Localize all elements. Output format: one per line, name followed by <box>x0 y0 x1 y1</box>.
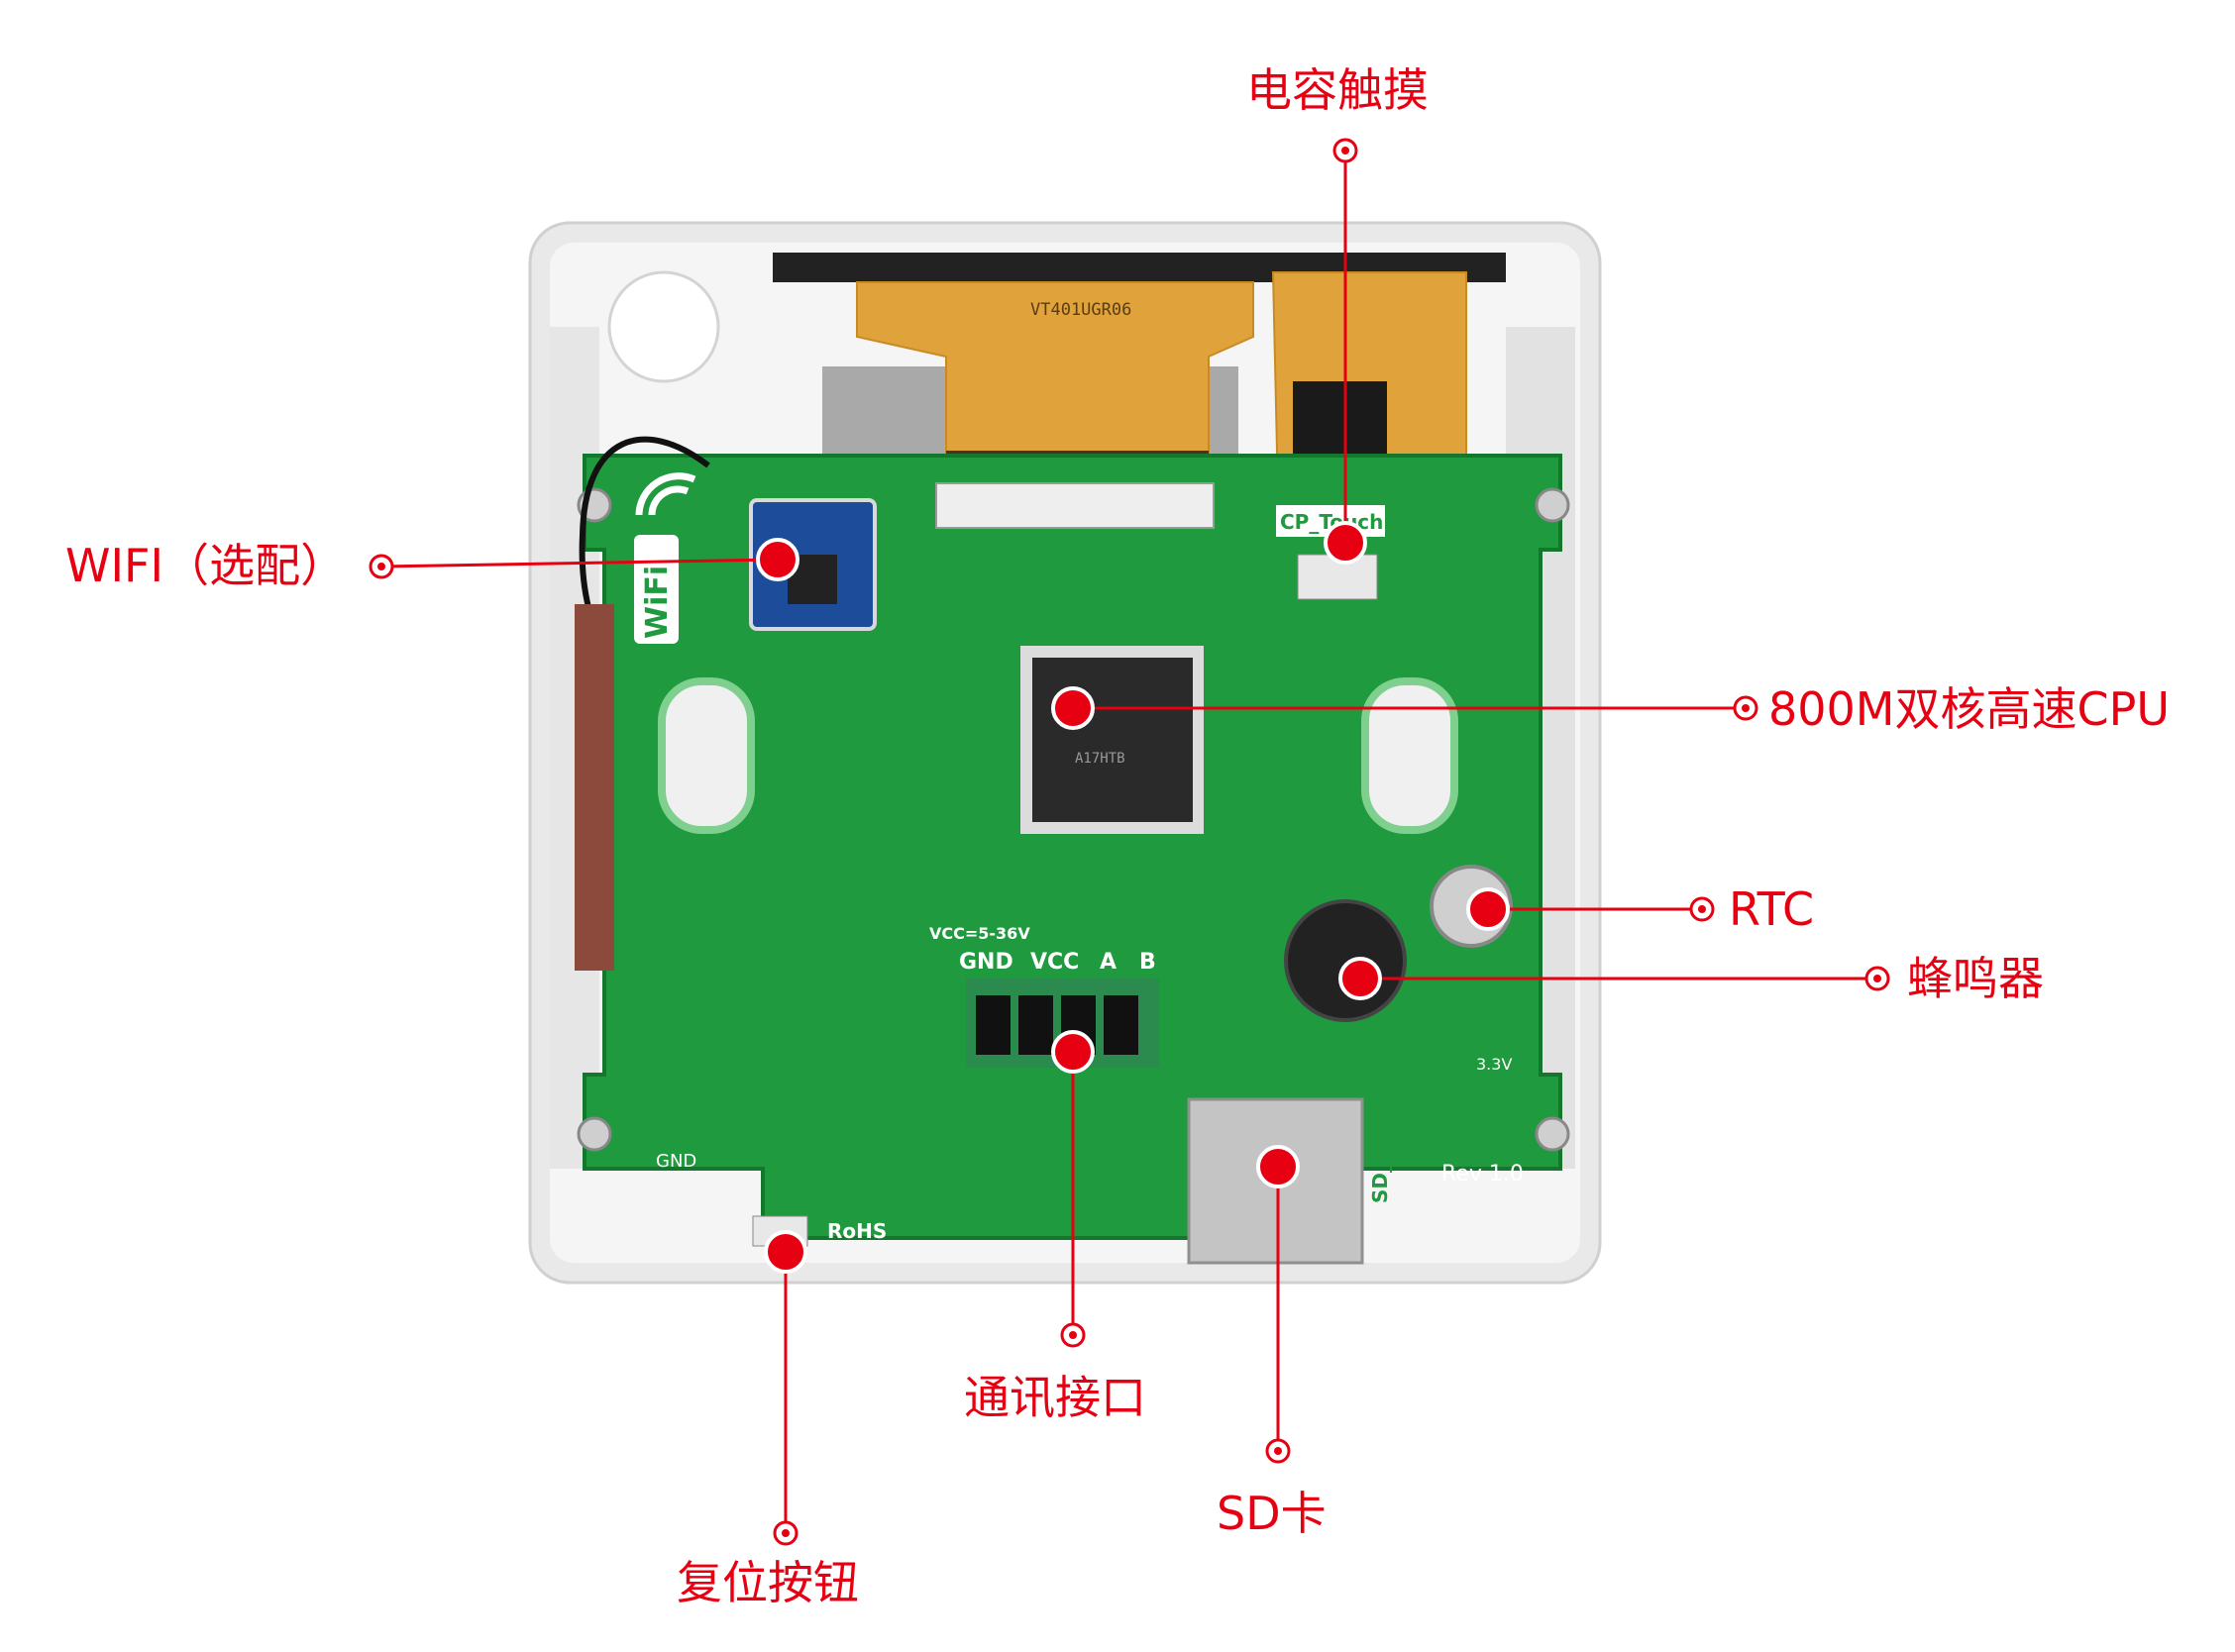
gnd-label: GND <box>656 1151 696 1172</box>
marker-sd-component <box>1256 1145 1300 1188</box>
marker-cpu-component <box>1051 686 1095 730</box>
marker-comm-component <box>1051 1030 1095 1074</box>
marker-rtc-component <box>1466 887 1510 931</box>
marker-wifi-component <box>756 538 799 581</box>
callout-rtc: RTC <box>1729 882 1815 936</box>
terminal-pin-b: B <box>1139 950 1156 975</box>
buzzer <box>1284 899 1407 1022</box>
sd-card-label: SD_CARD <box>1368 1101 1392 1203</box>
terminal-pin-gnd: GND <box>959 950 1013 975</box>
marker-reset-component <box>764 1230 807 1274</box>
marker-buzzer-component <box>1338 957 1382 1000</box>
revision-label: Rev 1.0 <box>1441 1162 1524 1187</box>
cpu-marking: A17HTB <box>1075 751 1125 767</box>
callout-wifi: WIFI（选配） <box>65 539 347 592</box>
cpu-chip: A17HTB <box>1020 646 1204 834</box>
marker-touch-component <box>1324 521 1367 565</box>
callout-comm: 通讯接口 <box>964 1371 1146 1424</box>
callout-reset: 复位按钮 <box>677 1556 859 1609</box>
callout-sd: SD卡 <box>1217 1487 1327 1540</box>
voltage-label: VCC=5-36V <box>929 924 1030 943</box>
callout-cpu: 800M双核高速CPU <box>1768 682 2171 736</box>
callout-touch: 电容触摸 <box>1246 63 1429 117</box>
fpc-connector <box>935 482 1215 529</box>
terminal-pin-a: A <box>1100 950 1117 975</box>
wifi-logo-text: WiFi <box>640 566 675 639</box>
callout-buzzer: 蜂鸣器 <box>1907 952 2044 1005</box>
pcb-board <box>577 454 1570 1240</box>
voltage-3v3-label: 3.3V <box>1476 1055 1512 1074</box>
leader-wifi <box>380 558 779 568</box>
terminal-pin-vcc: VCC <box>1030 950 1079 975</box>
antenna <box>575 604 614 971</box>
rohs-label: RoHS <box>827 1219 887 1243</box>
leader-lines <box>380 151 1877 1533</box>
flex-label: VT401UGR06 <box>1030 300 1131 320</box>
wifi-module <box>749 498 877 631</box>
endpoint-markers <box>369 138 1890 1546</box>
